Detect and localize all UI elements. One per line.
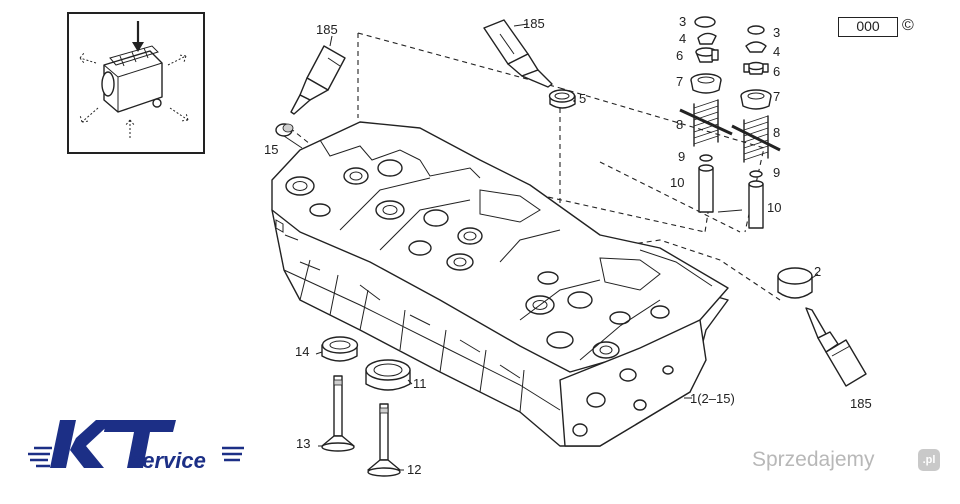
label-185-top-right: 185 — [523, 16, 545, 31]
label-8-left: 8 — [676, 117, 683, 132]
valve-stack-left — [679, 16, 733, 213]
label-185-bottom-right: 185 — [850, 396, 872, 411]
leader-lines — [283, 23, 819, 471]
label-185-top-left: 185 — [316, 22, 338, 37]
seat-ring-11 — [365, 359, 411, 391]
label-13: 13 — [296, 436, 310, 451]
label-6-right: 6 — [773, 64, 780, 79]
label-5: 5 — [579, 91, 586, 106]
label-6-left: 6 — [676, 48, 683, 63]
valve-stack-right — [731, 25, 781, 229]
reference-code-box: 000 — [838, 17, 898, 37]
label-7-left: 7 — [676, 74, 683, 89]
plug-15 — [275, 123, 294, 137]
label-15: 15 — [264, 142, 278, 157]
label-3-right: 3 — [773, 25, 780, 40]
label-4-left: 4 — [679, 31, 686, 46]
label-9-left: 9 — [678, 149, 685, 164]
watermark-badge: .pl — [918, 449, 940, 471]
seal-5 — [548, 89, 576, 109]
guide-10-right — [748, 180, 764, 229]
spring-8-left — [679, 99, 733, 147]
label-7-right: 7 — [773, 89, 780, 104]
retainer-4-right — [745, 41, 767, 53]
label-4-right: 4 — [773, 44, 780, 59]
spring-seat-7-left — [690, 73, 722, 94]
seal-9-left — [699, 154, 713, 162]
label-3-left: 3 — [679, 14, 686, 29]
sealant-tube-bottom-right — [805, 307, 867, 387]
key-6-left — [695, 47, 719, 63]
label-9-right: 9 — [773, 165, 780, 180]
label-8-right: 8 — [773, 125, 780, 140]
orientation-inset — [67, 12, 205, 154]
label-14: 14 — [295, 344, 309, 359]
valve-12 — [367, 403, 401, 477]
copyright-symbol: © — [902, 17, 914, 34]
valve-13 — [321, 375, 355, 452]
seat-ring-14 — [321, 336, 359, 362]
collet-3-left — [694, 16, 716, 28]
label-10-right: 10 — [767, 200, 781, 215]
guide-10-left — [698, 164, 714, 213]
spring-seat-7-right — [740, 89, 772, 110]
label-10-left: 10 — [670, 175, 684, 190]
label-2: 2 — [814, 264, 821, 279]
seal-9-right — [749, 170, 763, 178]
kt-logo-wordmark: service — [130, 448, 206, 473]
inset-head-thumbnail — [101, 45, 163, 113]
cylinder-head — [271, 121, 729, 447]
deck-ports — [285, 159, 670, 359]
label-11: 11 — [413, 376, 427, 391]
sealant-tube-top-left — [290, 45, 346, 115]
key-6-right — [743, 61, 769, 75]
label-1-assembly: 1(2–15) — [690, 391, 735, 406]
collet-3-right — [747, 25, 765, 35]
callout-labels: 185 185 15 5 3 4 6 7 8 9 10 3 4 6 7 8 9 … — [264, 14, 872, 477]
kt-service-logo: service — [28, 420, 244, 473]
inset-arrow-down — [132, 21, 144, 52]
cap-2 — [777, 267, 813, 299]
spring-8-right — [731, 115, 781, 163]
inset-hollow-arrows — [79, 52, 189, 138]
label-12: 12 — [407, 462, 421, 477]
watermark-text: Sprzedajemy — [752, 448, 875, 471]
retainer-4-left — [697, 32, 717, 45]
sealant-tube-top-right — [483, 19, 553, 88]
